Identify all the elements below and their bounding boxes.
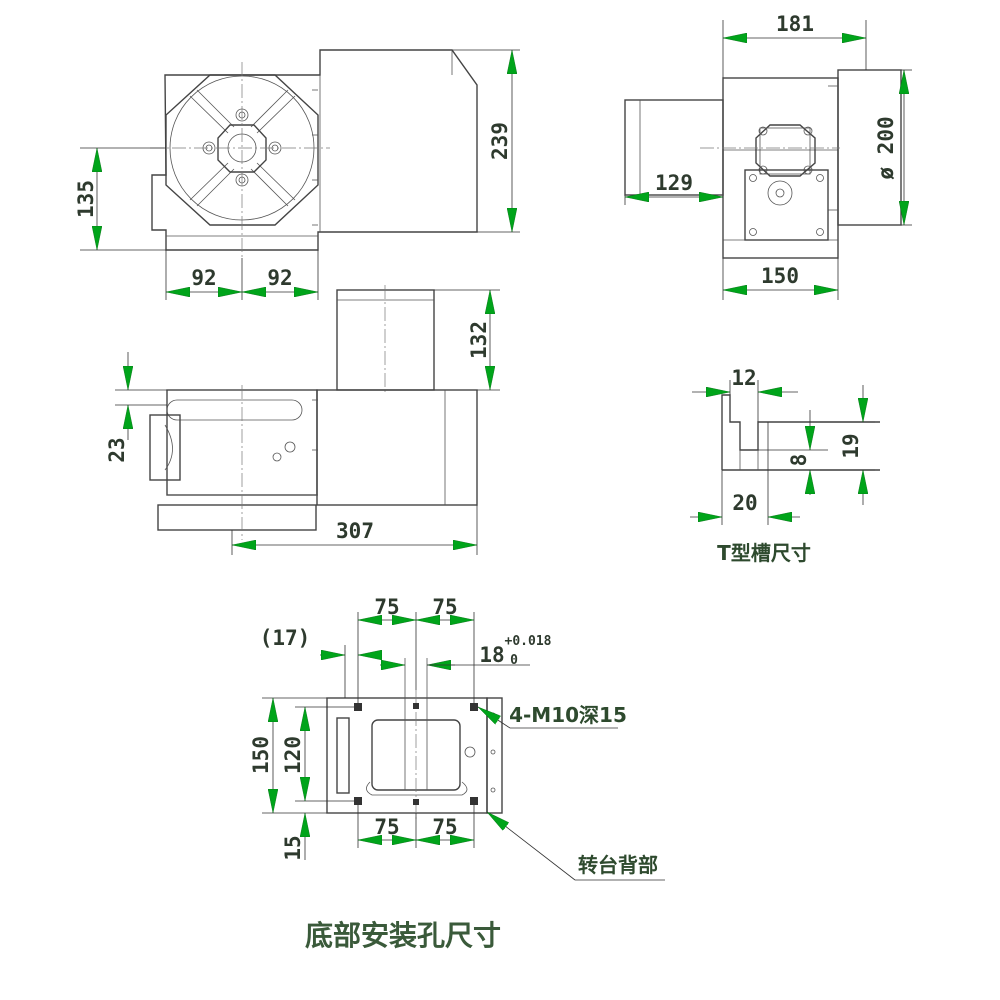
dim-18: 18	[479, 643, 504, 667]
dim-132: 132	[467, 321, 491, 359]
back-callout: 转台背部	[578, 853, 658, 877]
dim-75-bottom-left: 75	[374, 815, 399, 839]
dim-129: 129	[655, 171, 693, 195]
dim-120: 120	[281, 736, 305, 774]
dim-307: 307	[336, 519, 374, 543]
dim-23: 23	[105, 437, 129, 462]
dim-8: 8	[787, 454, 811, 467]
t-slot-detail: 12 19 8 20 T型槽尺寸	[690, 366, 880, 565]
bottom-caption: 底部安装孔尺寸	[305, 919, 501, 952]
dim-150-side: 150	[761, 264, 799, 288]
dim-19: 19	[839, 433, 863, 458]
dim-181: 181	[776, 12, 814, 36]
dim-92-right: 92	[267, 266, 292, 290]
dim-18-tolerance-lower: 0	[510, 653, 518, 668]
t-slot-caption: T型槽尺寸	[717, 541, 811, 565]
top-view: 132 23 307	[105, 285, 500, 555]
hole-callout: 4-M10深15	[509, 703, 627, 727]
dim-75-bottom-right: 75	[432, 815, 457, 839]
dim-150-bottom: 150	[249, 736, 273, 774]
dim-239: 239	[488, 122, 512, 160]
bottom-view: 75 75 (17) 18 +0.018 0 150 120 15 75	[249, 595, 665, 952]
mount-hole-top-left	[354, 703, 362, 711]
mount-hole-top-right	[470, 703, 478, 711]
dim-17: (17)	[260, 626, 311, 650]
front-view: 239 135 92 92	[74, 49, 520, 300]
dim-diameter-200: ø 200	[874, 116, 898, 179]
dim-15: 15	[281, 835, 305, 860]
dim-75-top-left: 75	[374, 595, 399, 619]
mount-hole-bottom-left	[354, 797, 362, 805]
dim-92-left: 92	[191, 266, 216, 290]
dim-18-tolerance-upper: +0.018	[505, 634, 552, 649]
side-view: 181 ø 200 129 150	[624, 12, 912, 300]
dim-75-top-right: 75	[432, 595, 457, 619]
dim-12: 12	[731, 366, 756, 390]
dim-135: 135	[74, 180, 98, 218]
mount-hole-bottom-right	[470, 797, 478, 805]
dim-20: 20	[732, 491, 757, 515]
